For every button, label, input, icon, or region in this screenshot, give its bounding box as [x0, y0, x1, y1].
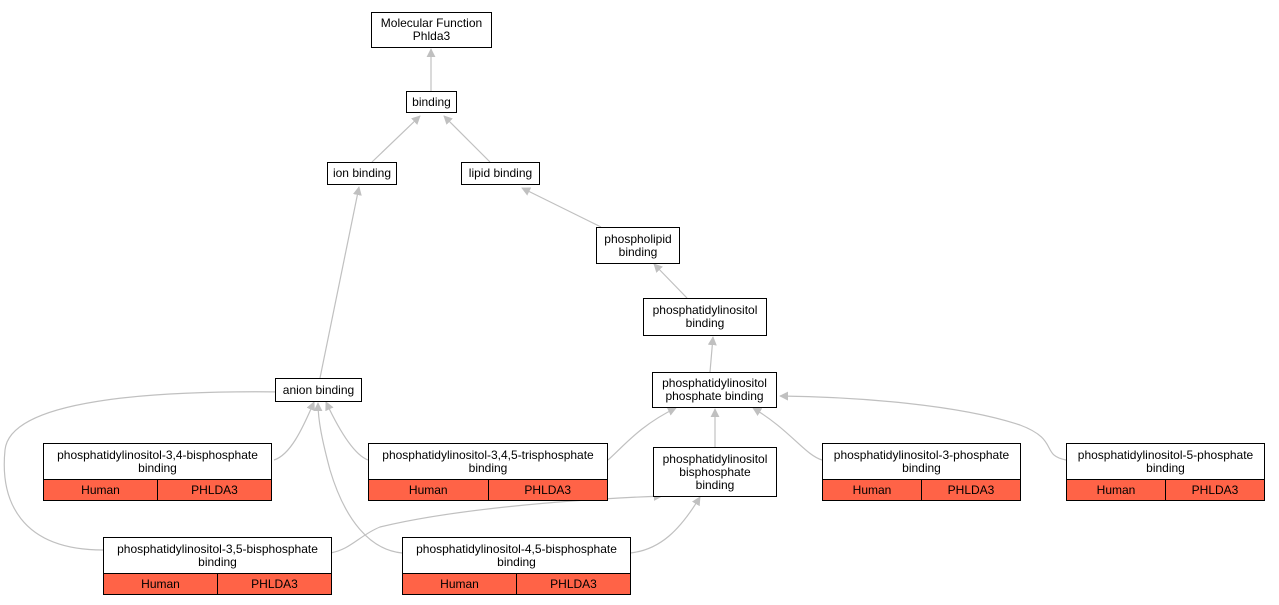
leaf-pi45-bisphosphate-binding[interactable]: phosphatidylinositol-4,5-bisphosphate bi… — [402, 537, 631, 595]
annotation-band: Human PHLDA3 — [368, 479, 608, 501]
leaf-pi345-trisphosphate-binding[interactable]: phosphatidylinositol-3,4,5-trisphosphate… — [368, 443, 608, 501]
species-cell: Human — [1096, 483, 1136, 497]
gene-cell: PHLDA3 — [157, 480, 271, 500]
edge-phospholipid-to-lipid-binding — [521, 187, 602, 228]
node-pi-phosphate-binding[interactable]: phosphatidylinositol phosphate binding — [652, 372, 777, 408]
leaf-pi35-bisphosphate-binding[interactable]: phosphatidylinositol-3,5-bisphosphate bi… — [103, 537, 332, 595]
edge-pi3-to-pi-phosphate — [752, 407, 823, 461]
gene-cell: PHLDA3 — [487, 480, 608, 500]
gene-cell: PHLDA3 — [921, 480, 1020, 500]
annotation-band: Human PHLDA3 — [822, 479, 1021, 501]
edge-lipid-binding-to-binding — [443, 115, 491, 163]
edge-pi345-to-pi-phosphate — [607, 407, 677, 461]
edge-pi45-to-pi-bisphosphate — [629, 496, 701, 554]
edge-pi5-to-pi-phosphate — [779, 391, 1067, 461]
gene-cell: PHLDA3 — [217, 574, 331, 594]
node-label: phosphatidylinositol phosphate binding — [662, 376, 767, 403]
edge-pi-phosphate-to-phosphatidylinositol — [707, 336, 717, 373]
node-molecular-function-root[interactable]: Molecular Function Phlda3 — [371, 12, 492, 48]
node-label: Molecular Function Phlda3 — [380, 16, 483, 43]
species-cell: Human — [81, 483, 120, 497]
leaf-label: phosphatidylinositol-3-phosphate binding — [833, 448, 1010, 475]
node-label: lipid binding — [468, 166, 533, 180]
annotation-band: Human PHLDA3 — [43, 479, 272, 501]
node-phosphatidylinositol-binding[interactable]: phosphatidylinositol binding — [643, 298, 767, 336]
node-label: phospholipid binding — [604, 231, 672, 259]
leaf-pi5-phosphate-binding[interactable]: phosphatidylinositol-5-phosphate binding… — [1066, 443, 1265, 501]
leaf-pi3-phosphate-binding[interactable]: phosphatidylinositol-3-phosphate binding… — [822, 443, 1021, 501]
species-cell: Human — [408, 483, 448, 497]
node-label: anion binding — [282, 382, 355, 397]
annotation-band: Human PHLDA3 — [1066, 479, 1265, 501]
annotation-band: Human PHLDA3 — [402, 573, 631, 595]
node-pi-bisphosphate-binding[interactable]: phosphatidylinositol bisphosphate bindin… — [653, 447, 777, 497]
edge-anion-binding-to-ion-binding — [319, 186, 362, 379]
leaf-label: phosphatidylinositol-5-phosphate binding — [1077, 448, 1254, 475]
node-ion-binding[interactable]: ion binding — [327, 162, 397, 185]
leaf-label: phosphatidylinositol-3,4,5-trisphosphate… — [382, 448, 594, 475]
node-phospholipid-binding[interactable]: phospholipid binding — [596, 227, 680, 264]
edge-pi45-to-anion — [313, 402, 403, 554]
leaf-label: phosphatidylinositol-3,5-bisphosphate bi… — [117, 542, 318, 569]
edge-pi345-to-anion — [325, 401, 369, 461]
gene-cell: PHLDA3 — [516, 574, 630, 594]
node-label: binding — [412, 94, 451, 109]
leaf-label: phosphatidylinositol-3,4-bisphosphate bi… — [57, 448, 258, 475]
edge-pi34-to-anion — [273, 401, 315, 461]
edge-pi35-to-anion — [3, 387, 289, 551]
species-cell: Human — [141, 577, 180, 591]
annotation-band: Human PHLDA3 — [103, 573, 332, 595]
node-binding[interactable]: binding — [406, 91, 457, 113]
edge-ion-binding-to-binding — [371, 115, 421, 163]
species-cell: Human — [852, 483, 892, 497]
gene-cell: PHLDA3 — [1165, 480, 1264, 500]
node-label: ion binding — [332, 166, 392, 180]
leaf-pi34-bisphosphate-binding[interactable]: phosphatidylinositol-3,4-bisphosphate bi… — [43, 443, 272, 501]
node-lipid-binding[interactable]: lipid binding — [461, 162, 540, 185]
edge-phosphatidylinositol-to-phospholipid — [653, 263, 688, 299]
leaf-label: phosphatidylinositol-4,5-bisphosphate bi… — [416, 542, 617, 569]
node-anion-binding[interactable]: anion binding — [275, 378, 362, 402]
node-label: phosphatidylinositol binding — [652, 303, 758, 330]
species-cell: Human — [440, 577, 479, 591]
node-label: phosphatidylinositol bisphosphate bindin… — [662, 451, 768, 492]
